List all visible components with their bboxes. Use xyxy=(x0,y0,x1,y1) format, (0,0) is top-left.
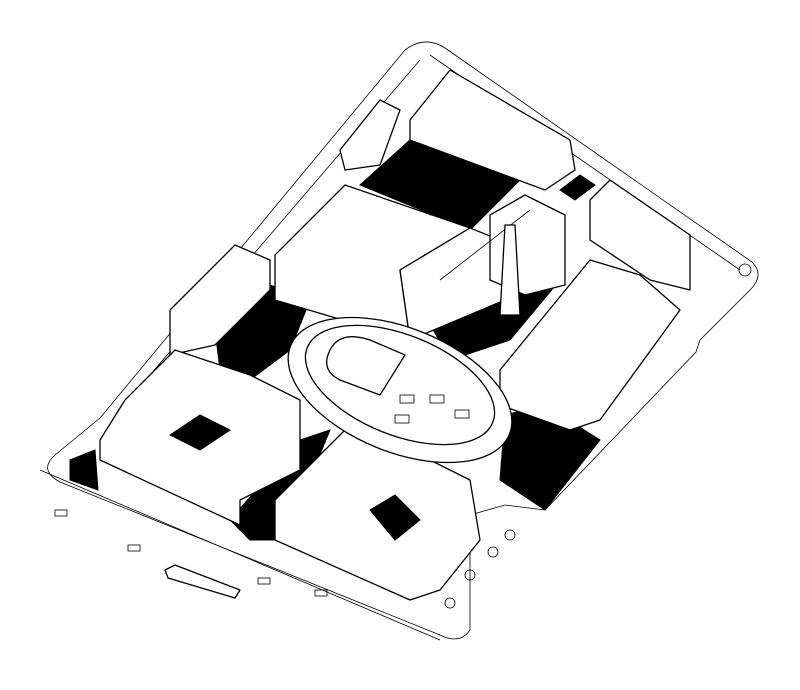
oval-parking-ramp xyxy=(287,316,513,464)
cars xyxy=(54,509,328,597)
sawtooth-hall xyxy=(499,259,681,431)
tower-block xyxy=(489,194,566,296)
buildings xyxy=(99,69,691,601)
street-trees xyxy=(444,263,752,609)
crane-chimney xyxy=(419,174,531,316)
tram xyxy=(164,564,241,599)
north-houses xyxy=(409,69,576,191)
